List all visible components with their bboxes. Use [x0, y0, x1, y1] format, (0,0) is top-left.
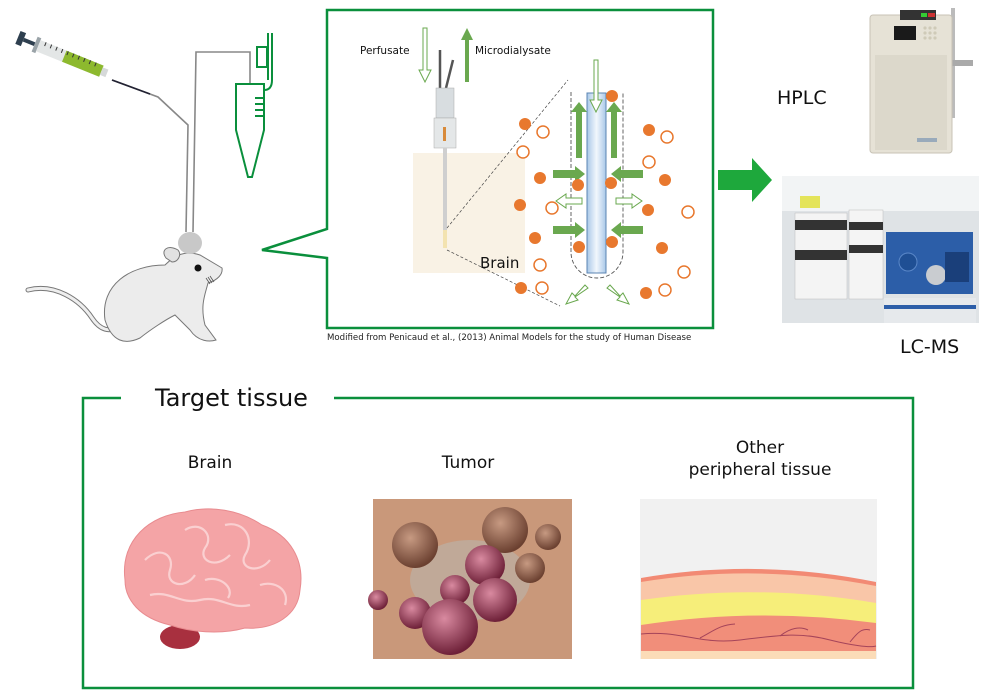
- outflow-arrow-icon: [606, 102, 622, 158]
- analyte-molecule-hollow: [536, 125, 550, 139]
- analyte-molecule-hollow: [516, 145, 530, 159]
- microdialysate-label: Microdialysate: [475, 45, 551, 57]
- analyte-molecule-filled: [640, 287, 652, 299]
- analyte-molecule-hollow: [535, 281, 549, 295]
- analyte-molecule-filled: [534, 172, 546, 184]
- skin-layers-image: [640, 499, 877, 659]
- flow-arrow-icon: [718, 158, 772, 202]
- inflow-arrow-icon: [589, 59, 603, 114]
- tissue-label-other-line1: Other: [735, 438, 785, 458]
- lcms-instrument-image: [782, 176, 979, 323]
- tissue-label-brain: Brain: [187, 453, 233, 473]
- analyte-molecule-filled: [642, 204, 654, 216]
- microdialysate-arrow-icon: [461, 28, 473, 82]
- microdialysis-probe-icon: [433, 50, 457, 248]
- analyte-molecule-filled: [515, 282, 527, 294]
- analyte-molecule-hollow: [660, 130, 674, 144]
- brain-image: [123, 508, 302, 649]
- analyte-molecule-filled: [529, 232, 541, 244]
- tumor-cells-image: [368, 499, 572, 659]
- analyte-molecule-filled: [573, 241, 585, 253]
- lcms-label: LC-MS: [900, 336, 960, 358]
- inflow-tubing: [111, 79, 189, 233]
- analyte-molecule-filled: [643, 124, 655, 136]
- analyte-molecule-hollow: [642, 155, 656, 169]
- collection-tube-icon: [235, 33, 273, 178]
- tissue-label-other: Other peripheral tissue: [660, 437, 860, 481]
- perfusate-label: Perfusate: [360, 45, 410, 57]
- analyte-molecule-filled: [605, 177, 617, 189]
- analyte-molecules: [514, 90, 695, 299]
- analyte-molecule-hollow: [658, 283, 672, 297]
- outflow-arrow-icon: [571, 102, 587, 158]
- brain-inset-label: Brain: [480, 254, 520, 272]
- analyte-molecule-hollow: [677, 265, 691, 279]
- tissue-label-tumor: Tumor: [441, 453, 495, 473]
- analyte-molecule-filled: [572, 179, 584, 191]
- probe-inset-frame: [261, 8, 715, 330]
- perfusate-arrow-icon: [418, 27, 432, 84]
- analyte-molecule-filled: [519, 118, 531, 130]
- tissue-label-other-line2: peripheral tissue: [688, 460, 832, 480]
- analyte-molecule-hollow: [533, 258, 547, 272]
- analyte-molecule-filled: [514, 199, 526, 211]
- analyte-molecule-hollow: [545, 201, 559, 215]
- target-tissue-frame: [81, 396, 915, 690]
- brain-tissue-region: [413, 153, 525, 273]
- analyte-molecule-filled: [659, 174, 671, 186]
- analyte-molecule-hollow: [681, 205, 695, 219]
- target-tissue-title: Target tissue: [145, 384, 318, 412]
- analyte-molecule-filled: [606, 236, 618, 248]
- diffusion-out-arrows: [555, 193, 643, 305]
- figure-caption: Modified from Penicaud et al., (2013) An…: [327, 333, 692, 343]
- probe-cannula: [586, 92, 607, 274]
- mouse-icon: [25, 232, 223, 342]
- syringe-icon: [15, 30, 109, 78]
- hplc-label: HPLC: [777, 87, 827, 109]
- analyte-molecule-filled: [656, 242, 668, 254]
- hplc-instrument-image: [869, 8, 973, 154]
- dialysis-membrane: [570, 92, 624, 279]
- analyte-molecule-filled: [606, 90, 618, 102]
- outflow-tubing: [192, 51, 251, 233]
- diffusion-in-arrows: [553, 166, 643, 238]
